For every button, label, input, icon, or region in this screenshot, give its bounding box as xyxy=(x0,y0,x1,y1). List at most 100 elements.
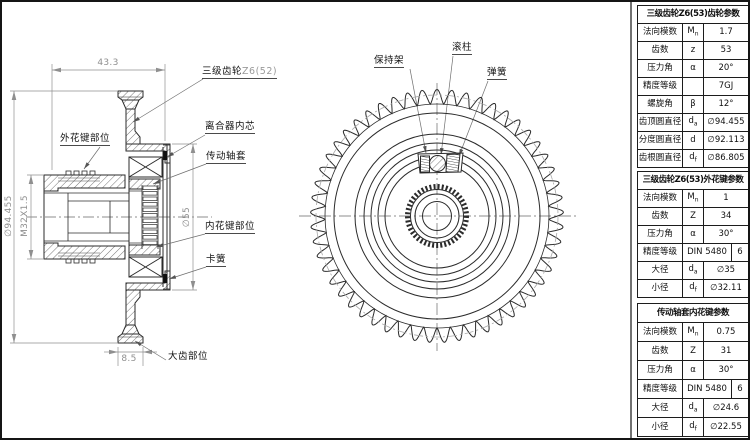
param-value: ∅92.113 xyxy=(703,131,749,150)
param-label: 大径 xyxy=(637,261,683,280)
param-row: 精度等级 7GJ xyxy=(637,77,749,96)
dim-outer-diameter: ∅94.455 xyxy=(4,195,14,237)
param-label: 大径 xyxy=(637,398,683,418)
param-symbol: df xyxy=(682,279,704,298)
param-value: 12° xyxy=(703,95,749,114)
label-inner-spline: 内花键部位 xyxy=(205,221,256,234)
param-symbol: df xyxy=(682,149,704,168)
label-third-gear: 三级齿轮Z6(52) xyxy=(202,66,278,79)
param-label: 螺旋角 xyxy=(637,95,683,114)
param-value: 34 xyxy=(703,207,749,226)
roller-assembly xyxy=(417,152,464,174)
param-value: ∅22.55 xyxy=(702,417,750,437)
param-label: 精度等级 xyxy=(637,77,683,96)
table-title: 三级齿轮Z6(53)外花键参数 xyxy=(637,171,749,190)
param-value: 53 xyxy=(703,41,749,60)
param-label: 法向模数 xyxy=(637,322,683,342)
param-symbol: DIN 5480 xyxy=(682,379,732,399)
param-symbol: d xyxy=(682,131,704,150)
param-value: ∅32.11 xyxy=(703,279,749,298)
param-value: 6 xyxy=(731,243,749,262)
leader-lines xyxy=(83,55,489,361)
label-clutch-core: 离合器内芯 xyxy=(205,121,256,134)
param-symbol: Z xyxy=(682,341,704,361)
table-title: 三级齿轮Z6(53)齿轮参数 xyxy=(637,5,749,24)
param-label: 齿根圆直径 xyxy=(637,149,683,168)
param-symbol: α xyxy=(682,225,704,244)
param-label: 齿数 xyxy=(637,341,683,361)
param-value: 30° xyxy=(702,360,750,380)
param-value: 31 xyxy=(702,341,750,361)
param-symbol: z xyxy=(682,41,704,60)
dim-hub-diameter: ∅55 xyxy=(182,206,192,228)
param-label: 法向模数 xyxy=(637,189,683,208)
param-symbol: da xyxy=(682,398,704,418)
label-drive-sleeve: 传动轴套 xyxy=(206,151,247,164)
param-symbol: Mn xyxy=(682,189,704,208)
param-value: ∅24.6 xyxy=(702,398,750,418)
param-symbol xyxy=(682,77,704,96)
table-title-row: 三级齿轮Z6(53)齿轮参数 xyxy=(637,5,749,24)
param-symbol: α xyxy=(682,360,704,380)
param-symbol: β xyxy=(682,95,704,114)
param-value: 30° xyxy=(703,225,749,244)
label-spring: 弹簧 xyxy=(487,67,508,80)
label-circlip: 卡簧 xyxy=(206,254,227,267)
param-label: 齿数 xyxy=(637,41,683,60)
param-value: ∅86.805 xyxy=(703,149,749,168)
param-label: 齿数 xyxy=(637,207,683,226)
param-label: 压力角 xyxy=(637,59,683,78)
dim-width-43-3: 43.3 xyxy=(97,58,119,68)
param-symbol: df xyxy=(682,417,704,437)
table-title-row: 传动轴套内花键参数 xyxy=(636,303,750,323)
param-value: ∅35 xyxy=(703,261,749,280)
label-roller: 滚柱 xyxy=(452,42,473,55)
param-label: 小径 xyxy=(637,279,683,298)
param-value: 1.7 xyxy=(703,23,749,42)
param-label: 精度等级 xyxy=(637,379,683,399)
param-value: ∅94.455 xyxy=(703,113,749,132)
param-symbol: DIN 5480 xyxy=(682,243,732,262)
spline-ring xyxy=(405,184,469,248)
dim-rim-width: 8.5 xyxy=(121,354,137,364)
param-symbol: da xyxy=(682,261,704,280)
param-label: 小径 xyxy=(637,417,683,437)
param-symbol: Mn xyxy=(682,322,704,342)
param-value: 6 xyxy=(730,379,750,399)
circlip-mark-bottom xyxy=(163,274,168,283)
param-symbol: da xyxy=(682,113,704,132)
circlip-mark-top xyxy=(163,151,168,160)
param-symbol: Z xyxy=(682,207,704,226)
param-value: 20° xyxy=(703,59,749,78)
dim-thread-spec: M32X1.5 xyxy=(20,195,30,237)
param-label: 齿顶圆直径 xyxy=(637,113,683,132)
param-value: 7GJ xyxy=(703,77,749,96)
dimension-lines xyxy=(10,64,197,366)
table-title: 传动轴套内花键参数 xyxy=(636,303,750,323)
param-label: 压力角 xyxy=(637,225,683,244)
label-cage: 保持架 xyxy=(374,55,405,68)
label-big-gear: 大齿部位 xyxy=(168,351,209,362)
param-symbol: Mn xyxy=(682,23,704,42)
param-label: 精度等级 xyxy=(637,243,683,262)
pitch-circle xyxy=(315,94,559,338)
